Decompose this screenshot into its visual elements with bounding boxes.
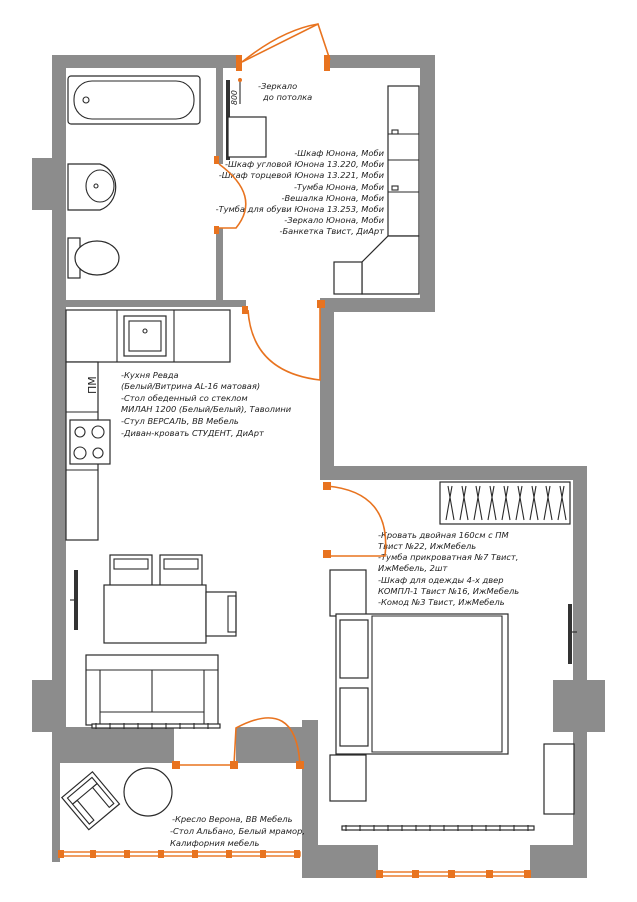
- hall-bench: [333, 261, 363, 295]
- bedroom-item-3: -Тумба прикроватная №7 Твист,: [378, 552, 518, 562]
- wall-bath-partition: [216, 68, 223, 164]
- hall: 800 -Зеркало до потолка -Шкаф Юнона, Моб…: [216, 78, 420, 295]
- bath-drain-icon: [82, 96, 90, 104]
- wall-hall-right: [420, 55, 435, 312]
- kitchen-item-6: -Диван-кровать СТУДЕНТ, ДиАрт: [121, 428, 265, 438]
- hall-item-5: -Вешалка Юнона, Моби: [282, 193, 385, 203]
- wall-bedroom-top: [320, 466, 587, 480]
- hall-item-1: -Шкаф Юнона, Моби: [294, 148, 384, 158]
- living-tv: [74, 570, 78, 630]
- bedroom-radiator: [341, 825, 535, 831]
- bedroom-door: [326, 485, 387, 557]
- pillow-bottom: [339, 687, 369, 747]
- wall-top-right: [330, 55, 435, 68]
- hall-item-2: -Шкаф угловой Юнона 13.220, Моби: [225, 159, 385, 169]
- sink: [67, 163, 117, 211]
- round-table: [123, 767, 173, 817]
- hall-mirror-label-2: до потолка: [262, 92, 312, 102]
- hall-cabinet: [227, 116, 267, 158]
- hall-corner-wardrobe: [361, 235, 420, 295]
- wall-corridor-right: [320, 298, 334, 474]
- bathtub: [67, 75, 201, 125]
- dining-table: [103, 584, 207, 644]
- kitchen-hob: [69, 419, 111, 465]
- armchair: [60, 770, 121, 831]
- wall-bath-bottom: [66, 300, 246, 307]
- wall-left-pillar-bottom: [32, 680, 66, 732]
- hall-mirror-label-1: -Зеркало: [258, 81, 297, 91]
- balcony-item-1: -Кресло Верона, ВВ Мебель: [172, 814, 293, 824]
- bedroom-tv: [568, 604, 572, 664]
- bedroom: -Кровать двойная 160см с ПМ Твист №22, И…: [329, 481, 577, 831]
- hall-item-8: -Банкетка Твист, ДиАрт: [279, 226, 385, 236]
- living: [70, 554, 237, 729]
- wall-corridor-top: [320, 298, 435, 312]
- hall-item-4: -Тумба Юнона, Моби: [294, 182, 385, 192]
- pillow-top: [339, 619, 369, 679]
- bedroom-item-4: ИжМебель, 2шт: [378, 563, 449, 573]
- wall-bedroom-bottom-right: [530, 845, 587, 878]
- hall-wardrobe: [387, 85, 420, 237]
- wall-living-bottom-left: [52, 727, 174, 763]
- wall-left: [52, 55, 66, 740]
- bathroom: [67, 75, 201, 279]
- kitchen-item-3: -Стол обеденный со стеклом: [121, 393, 248, 403]
- walls: [32, 55, 605, 878]
- nightstand-top: [329, 569, 367, 617]
- kitchen-item-1: -Кухня Ревда: [121, 370, 179, 380]
- bedroom-item-6: КОМПЛ-1 Твист №16, ИжМебель: [378, 586, 519, 596]
- wall-top-left: [52, 55, 237, 68]
- hall-item-3: -Шкаф торцевой Юнона 13.221, Моби: [219, 170, 385, 180]
- wall-bath-partition-low: [216, 228, 223, 304]
- kitchen-sink: [123, 315, 167, 357]
- wall-right-pillar: [553, 680, 605, 732]
- wall-bedroom-right: [573, 466, 587, 878]
- bedroom-item-5: -Шкаф для одежды 4-х двер: [378, 575, 504, 585]
- balcony-door: [176, 717, 301, 766]
- balcony-item-2: -Стол Альбано, Белый мрамор,: [170, 826, 305, 836]
- kitchen-door: [247, 308, 321, 381]
- chest-of-drawers: [543, 743, 575, 815]
- wall-bedroom-bottom-left: [302, 845, 378, 878]
- toilet-bowl: [74, 240, 120, 276]
- bedroom-item-2: Твист №22, ИжМебель: [378, 541, 476, 551]
- kitchen-item-2: (Белый/Витрина AL-16 матовая): [121, 381, 260, 391]
- bathroom-door: [218, 163, 247, 229]
- kitchen-item-4: МИЛАН 1200 (Белый/Белый), Таволини: [121, 404, 292, 414]
- nightstand-bottom: [329, 754, 367, 802]
- wall-living-bottom-right: [236, 727, 318, 763]
- living-radiator: [91, 723, 221, 729]
- doors: [172, 22, 531, 878]
- wall-balcony-left: [52, 727, 60, 862]
- balcony-item-3: Калифорния мебель: [170, 838, 259, 848]
- kitchen: ПМ -Кухня Ревда (Белый/Витрина AL-16 мат…: [65, 309, 292, 541]
- balcony: -Кресло Верона, ВВ Мебель -Стол Альбано,…: [58, 767, 305, 858]
- hall-item-7: -Зеркало Юнона, Моби: [284, 215, 384, 225]
- mirror-size: 800: [230, 90, 239, 105]
- fridge-label: ПМ: [86, 376, 99, 394]
- hall-item-6: -Тумба для обуви Юнона 13.253, Моби: [216, 204, 385, 214]
- wall-left-pillar-top: [32, 158, 66, 210]
- entrance-door: [241, 22, 331, 63]
- hob-burner-icon: [74, 426, 86, 438]
- chair-right: [205, 591, 237, 637]
- bedroom-item-7: -Комод №3 Твист, ИжМебель: [378, 597, 505, 607]
- bedroom-item-1: -Кровать двойная 160см с ПМ: [378, 530, 509, 540]
- kitchen-item-5: -Стул ВЕРСАЛЬ, ВВ Мебель: [121, 416, 239, 426]
